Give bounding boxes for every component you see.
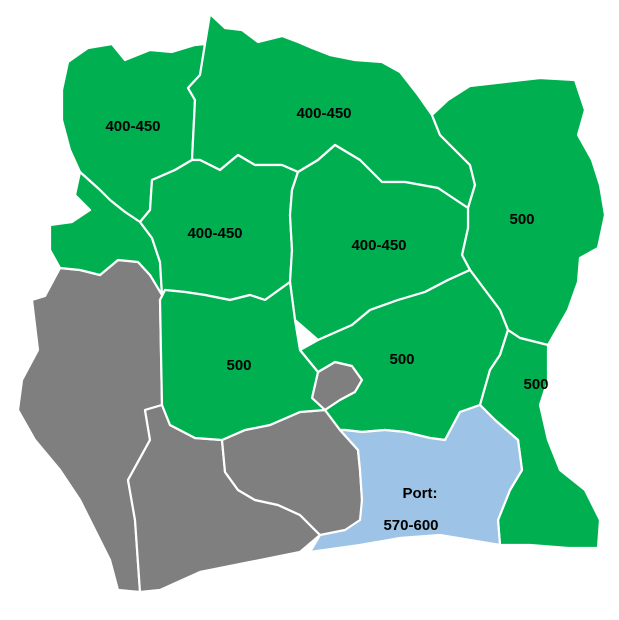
label-north-east: 500 [509,211,534,228]
label-east-south: 500 [523,376,548,393]
label-north-west: 400-450 [105,118,160,135]
region-far-west[interactable] [48,170,164,297]
region-port-abidjan[interactable] [308,403,524,554]
label-port-line1: Port: [403,485,438,502]
label-port-line2: 570-600 [383,517,438,534]
label-center-west-south: 500 [226,357,251,374]
label-north-central: 400-450 [296,105,351,122]
region-center-west-south[interactable] [158,280,327,442]
label-center: 400-450 [351,237,406,254]
label-center-south: 500 [389,351,414,368]
label-center-west: 400-450 [187,225,242,242]
